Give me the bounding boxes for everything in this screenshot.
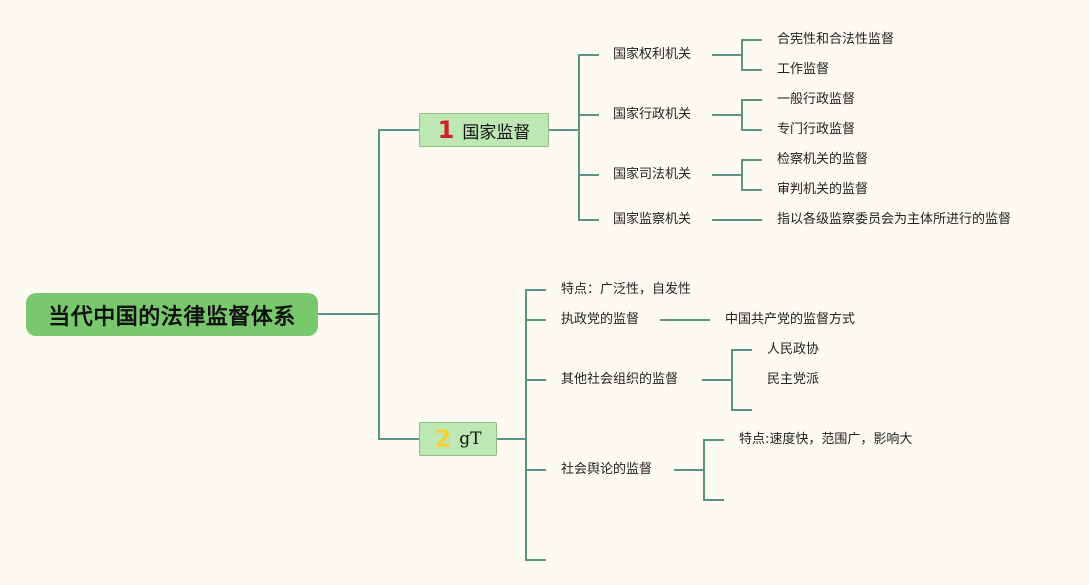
leaf[interactable]: 工作监督 (777, 62, 830, 77)
connector-b2c3-leaves (731, 349, 752, 411)
topic-supervisory-organs[interactable]: 国家监察机关 (613, 212, 692, 227)
branch-national-supervision[interactable]: 1 国家监督 (419, 113, 549, 147)
branch-label: gT (459, 429, 482, 449)
leaf[interactable]: 人民政协 (767, 342, 820, 357)
leaf[interactable]: 民主党派 (767, 372, 820, 387)
connector-b1-spine (578, 54, 599, 221)
leaf[interactable]: 审判机关的监督 (777, 182, 869, 197)
number-1-icon: 1 (437, 116, 455, 144)
leaf[interactable]: 特点:速度快，范围广，影响大 (739, 432, 913, 447)
connector-b1c2-leaves (741, 99, 762, 131)
leaf[interactable]: 一般行政监督 (777, 92, 856, 107)
topic-power-organs[interactable]: 国家权利机关 (613, 47, 692, 62)
leaf[interactable]: 指以各级监察委员会为主体所进行的监督 (777, 212, 1012, 227)
number-2-icon: 2 (434, 425, 452, 453)
leaf[interactable]: 专门行政监督 (777, 122, 856, 137)
topic-admin-organs[interactable]: 国家行政机关 (613, 107, 692, 122)
leaf[interactable]: 检察机关的监督 (777, 152, 869, 167)
connector-root-branches (378, 129, 419, 440)
topic-judicial-organs[interactable]: 国家司法机关 (613, 167, 692, 182)
root-topic[interactable]: 当代中国的法律监督体系 (26, 293, 318, 336)
topic-social-orgs[interactable]: 其他社会组织的监督 (561, 372, 679, 387)
connector-b2c4-leaves (703, 439, 724, 501)
leaf[interactable]: 合宪性和合法性监督 (777, 32, 895, 47)
branch-gt[interactable]: 2 gT (419, 422, 497, 456)
topic-features[interactable]: 特点：广泛性，自发性 (561, 282, 692, 297)
connector-b1c3-leaves (741, 159, 762, 191)
connector-b1c1-leaves (741, 39, 762, 71)
connector-b2-spine (525, 289, 546, 561)
root-topic-label: 当代中国的法律监督体系 (48, 304, 296, 330)
topic-public-opinion[interactable]: 社会舆论的监督 (561, 462, 653, 477)
branch-label: 国家监督 (462, 122, 531, 143)
leaf[interactable]: 中国共产党的监督方式 (725, 312, 856, 327)
topic-ruling-party[interactable]: 执政党的监督 (561, 312, 640, 327)
